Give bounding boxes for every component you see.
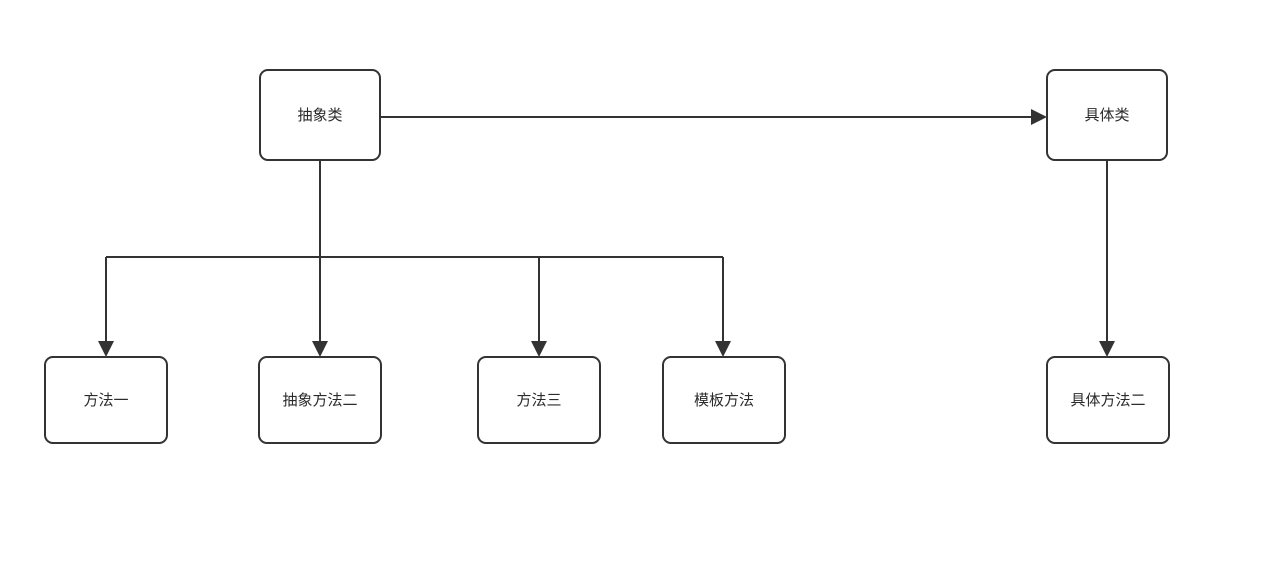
- node-label: 抽象方法二: [282, 392, 357, 409]
- edges-layer: [98, 109, 1115, 357]
- edge-abstract-to-method-one: [98, 257, 114, 357]
- node-box[interactable]: [44, 356, 168, 444]
- arrow-head: [531, 341, 547, 357]
- arrow-head: [98, 341, 114, 357]
- node-box[interactable]: [1046, 356, 1170, 444]
- arrow-head: [312, 341, 328, 357]
- node-box[interactable]: [259, 69, 381, 161]
- edge-abstract-to-method-three: [531, 257, 547, 357]
- node-box[interactable]: [1046, 69, 1168, 161]
- node-box[interactable]: [258, 356, 382, 444]
- node-label: 方法三: [516, 392, 561, 409]
- node-method-three[interactable]: 方法三: [477, 356, 601, 444]
- node-label: 模板方法: [694, 391, 754, 409]
- node-box[interactable]: [477, 356, 601, 444]
- node-label: 方法一: [83, 392, 128, 409]
- arrow-head: [1031, 109, 1047, 125]
- edge-abstract-to-template-method: [715, 257, 731, 357]
- arrow-head: [715, 341, 731, 357]
- node-method-one[interactable]: 方法一: [44, 356, 168, 444]
- node-label: 具体方法二: [1070, 392, 1145, 409]
- arrow-head: [1099, 341, 1115, 357]
- node-abstract-method-two[interactable]: 抽象方法二: [258, 356, 382, 444]
- edge-abstract-to-concrete: [380, 109, 1047, 125]
- node-label: 具体类: [1084, 107, 1129, 124]
- node-box[interactable]: [662, 356, 786, 444]
- edge-concrete-to-concrete-method-two: [1099, 160, 1115, 357]
- node-concrete-class[interactable]: 具体类: [1046, 69, 1168, 161]
- node-template-method[interactable]: 模板方法: [662, 356, 786, 444]
- node-concrete-method-two[interactable]: 具体方法二: [1046, 356, 1170, 444]
- edge-abstract-to-abstract-method-two: [312, 257, 328, 357]
- node-label: 抽象类: [297, 107, 342, 124]
- node-abstract-class[interactable]: 抽象类: [259, 69, 381, 161]
